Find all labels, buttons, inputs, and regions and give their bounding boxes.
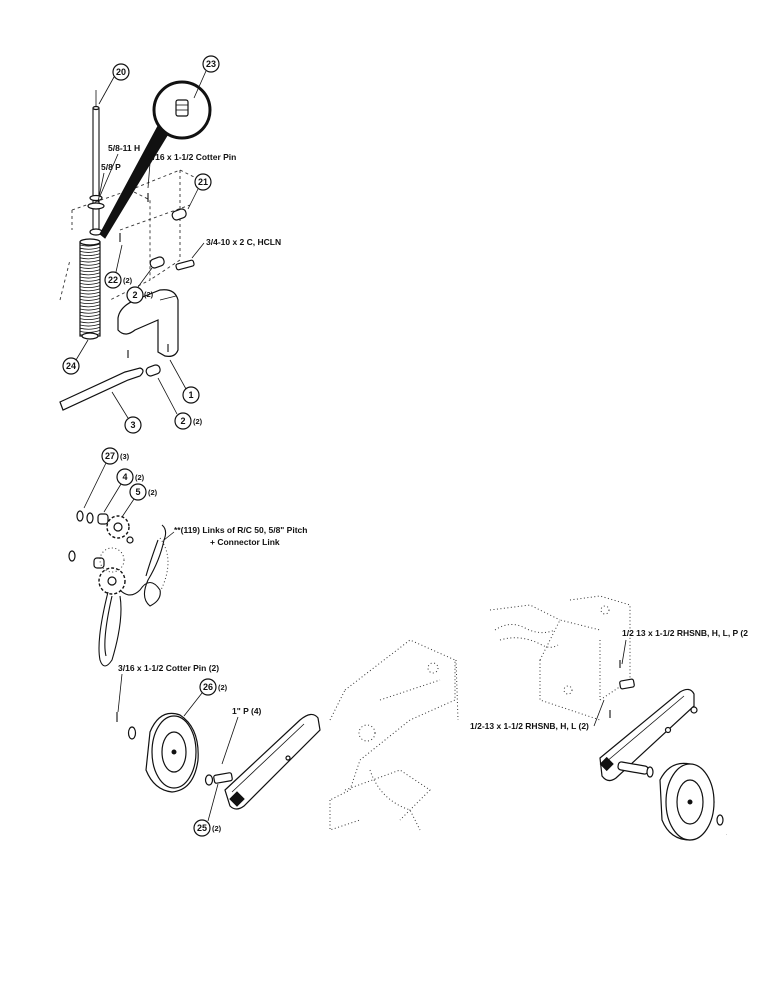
svg-text:·: · xyxy=(726,832,727,837)
svg-text:21: 21 xyxy=(198,177,208,187)
svg-text:5: 5 xyxy=(135,487,140,497)
svg-text:(2): (2) xyxy=(144,290,154,299)
frame-outline-right xyxy=(489,595,631,721)
wheel-right: · xyxy=(659,762,727,841)
compression-spring xyxy=(79,238,101,340)
pins xyxy=(145,208,195,377)
svg-text:25: 25 xyxy=(197,823,207,833)
cotter-pins xyxy=(119,193,169,358)
svg-text:(2): (2) xyxy=(212,824,222,833)
label-washer-1in: 1" P (4) xyxy=(232,706,262,716)
label-chain-2: + Connector Link xyxy=(210,537,280,547)
svg-text:(2): (2) xyxy=(218,683,228,692)
bracket-outline xyxy=(59,169,201,301)
callout-26: 26 (2) xyxy=(183,678,228,717)
sprocket-upper xyxy=(106,515,130,539)
callout-1: 1 xyxy=(169,359,200,404)
axle-arm-right xyxy=(599,660,698,782)
callout-5: 5 (2) xyxy=(119,483,158,521)
roller-chain xyxy=(98,524,169,667)
label-bolt: 3/4-10 x 2 C, HCLN xyxy=(206,237,281,247)
svg-text:20: 20 xyxy=(116,67,126,77)
spring-rod xyxy=(92,90,100,230)
callout-27: 27 (3) xyxy=(83,447,130,509)
callout-20: 20 xyxy=(98,63,130,105)
callout-21: 21 xyxy=(187,173,212,210)
label-chain-1: **(119) Links of R/C 50, 5/8" Pitch xyxy=(174,525,307,535)
label-washer: 5/8 P xyxy=(101,162,121,172)
label-nut: 5/8-11 H xyxy=(108,143,140,153)
wheel-left xyxy=(127,712,199,793)
svg-text:(3): (3) xyxy=(120,452,130,461)
svg-text:2: 2 xyxy=(180,416,185,426)
svg-text:24: 24 xyxy=(66,361,76,371)
svg-text:2: 2 xyxy=(132,290,137,300)
callout-4: 4 (2) xyxy=(103,468,145,513)
svg-text:(2): (2) xyxy=(193,417,203,426)
svg-text:(2): (2) xyxy=(148,488,158,497)
label-bolt-upper: 1/2 13 x 1-1/2 RHSNB, H, L, P (2 xyxy=(622,628,748,638)
pivot-arm xyxy=(117,289,179,357)
svg-text:26: 26 xyxy=(203,682,213,692)
callout-24: 24 xyxy=(62,339,89,375)
callout-23: 23 xyxy=(193,55,220,99)
svg-text:1: 1 xyxy=(188,390,193,400)
callout-25: 25 (2) xyxy=(193,783,222,837)
label-cotter-top: 3/16 x 1-1/2 Cotter Pin xyxy=(148,152,236,162)
svg-text:22: 22 xyxy=(108,275,118,285)
label-bolt-lower: 1/2-13 x 1-1/2 RHSNB, H, L (2) xyxy=(470,721,589,731)
callout-2-lower: 2 (2) xyxy=(157,377,203,430)
callout-22: 22 (2) xyxy=(104,244,133,289)
svg-text:3: 3 xyxy=(130,420,135,430)
callout-2-upper: 2 (2) xyxy=(126,267,154,304)
link-rod xyxy=(59,367,144,411)
frame-outline-left xyxy=(329,639,459,831)
detail-circle xyxy=(99,80,212,239)
label-cotter-wheel: 3/16 x 1-1/2 Cotter Pin (2) xyxy=(118,663,219,673)
svg-text:4: 4 xyxy=(122,472,127,482)
svg-text:(2): (2) xyxy=(123,276,133,285)
svg-text:27: 27 xyxy=(105,451,115,461)
sprocket-lower xyxy=(98,547,126,595)
svg-text:(2): (2) xyxy=(135,473,145,482)
callout-3: 3 xyxy=(111,391,142,434)
axle-arm-left xyxy=(204,713,321,810)
nut-washer xyxy=(87,194,105,236)
svg-text:23: 23 xyxy=(206,59,216,69)
